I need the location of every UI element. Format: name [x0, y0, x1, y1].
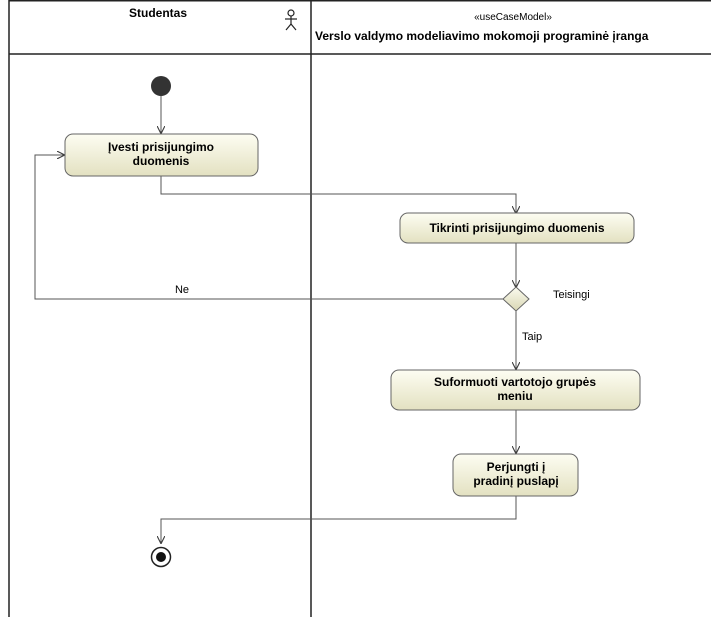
swimlane-frame [8, 0, 711, 617]
guard-no-label: Ne [175, 284, 189, 296]
initial-node [151, 76, 171, 96]
flow-perjungti-to-final [161, 496, 517, 543]
lane-title-system: Verslo valdymo modeliavimo mokomoji prog… [315, 29, 649, 43]
action-ivesti-line-2: duomenis [133, 154, 190, 168]
action-suformuoti: Suformuoti vartotojo grupės meniu [390, 369, 641, 411]
actor-icon [285, 9, 297, 31]
decision-node: Teisingi [502, 286, 590, 312]
lane-header-student: Studentas [129, 6, 297, 31]
flow-decision-no [34, 155, 503, 300]
action-ivesti: Įvesti prisijungimo duomenis [64, 133, 259, 177]
action-tikrinti-line-1: Tikrinti prisijungimo duomenis [429, 221, 604, 235]
decision-label: Teisingi [553, 289, 590, 301]
action-perjungti: Perjungti į pradinį puslapį [452, 453, 579, 497]
action-suformuoti-line-2: meniu [497, 389, 532, 403]
control-flows [34, 96, 517, 543]
action-perjungti-line-2: pradinį puslapį [473, 474, 558, 488]
lane-stereotype: «useCaseModel» [474, 12, 552, 23]
action-tikrinti: Tikrinti prisijungimo duomenis [399, 212, 635, 244]
action-ivesti-line-1: Įvesti prisijungimo [108, 140, 214, 154]
action-suformuoti-line-1: Suformuoti vartotojo grupės [434, 375, 596, 389]
lane-header-system: «useCaseModel» Verslo valdymo modeliavim… [315, 12, 649, 43]
flow-ivesti-to-tikrinti [160, 176, 516, 213]
lane-title-student: Studentas [129, 6, 187, 20]
guard-yes-label: Taip [522, 331, 542, 343]
final-node [150, 546, 172, 568]
action-perjungti-line-1: Perjungti į [487, 460, 546, 474]
